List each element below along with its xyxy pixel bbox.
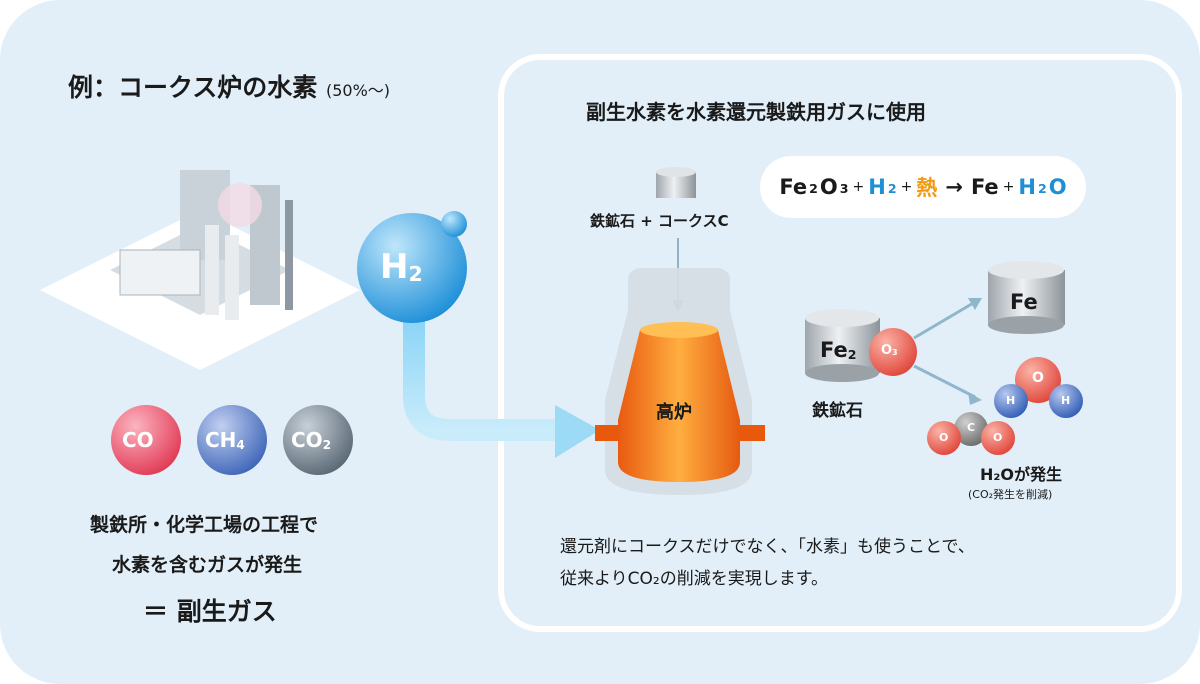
byproduct-gas-label: ＝ 副生ガス bbox=[143, 597, 277, 626]
result-note: (CO₂発生を削減) bbox=[968, 488, 1053, 501]
ore-label: 鉄鉱石 bbox=[812, 401, 863, 421]
atom-c: C bbox=[967, 421, 976, 434]
atom-o: O bbox=[1032, 370, 1044, 386]
right-title: 副生水素を水素還元製鉄用ガスに使用 bbox=[586, 100, 926, 124]
ore-o3-label: O3 bbox=[881, 343, 898, 358]
footer-line1: 還元剤にコークスだけでなく、「水素」も使うことで、 bbox=[560, 537, 975, 557]
gas-co: CO bbox=[122, 428, 154, 452]
atom-o: O bbox=[993, 431, 1003, 444]
product-fe-label: Fe bbox=[1010, 290, 1038, 314]
ore-fe2-label: Fe2 bbox=[820, 338, 857, 362]
left-title: 例：コークス炉の水素 (50%〜) bbox=[68, 73, 391, 102]
blast-furnace bbox=[595, 268, 765, 495]
atom-o: O bbox=[939, 431, 949, 444]
desc-line1: 製鉄所・化学工場の工程で bbox=[90, 514, 319, 536]
atom-h: H bbox=[1006, 394, 1016, 407]
furnace-label: 高炉 bbox=[656, 402, 692, 423]
h2-bubble bbox=[357, 213, 467, 323]
desc-line2: 水素を含むガスが発生 bbox=[112, 554, 303, 576]
result-label: H₂Oが発生 bbox=[980, 465, 1063, 484]
input-label: 鉄鉱石 + コークスC bbox=[590, 212, 729, 230]
gas-ch4: CH4 bbox=[205, 428, 245, 452]
footer-line2: 従来よりCO₂の削減を実現します。 bbox=[560, 569, 829, 589]
factory-illustration bbox=[40, 170, 360, 370]
atom-h: H bbox=[1061, 394, 1071, 407]
gas-co2: CO2 bbox=[291, 428, 332, 452]
h2-label: H2 bbox=[380, 247, 423, 287]
